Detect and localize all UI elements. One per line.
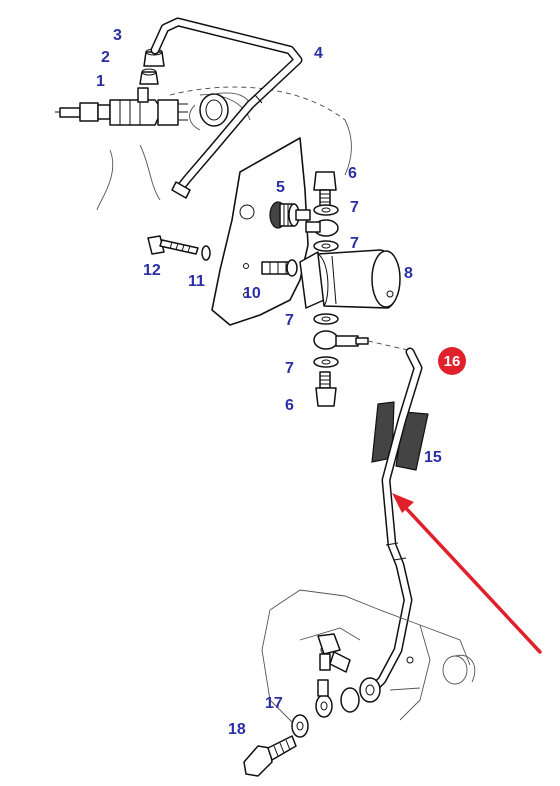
highlight-badge-16: 16 (438, 347, 466, 375)
heater-plug-1 (55, 87, 253, 127)
bolt-18 (243, 735, 297, 777)
washer-18-a (291, 714, 309, 738)
fitting-2 (139, 68, 159, 85)
label-2: 2 (101, 49, 110, 66)
adapter-5 (269, 201, 311, 229)
label-11: 11 (188, 273, 205, 290)
label-12: 12 (143, 262, 161, 279)
label-10: 10 (243, 285, 261, 302)
label-7-c: 7 (285, 312, 294, 329)
label-6-top: 6 (348, 165, 357, 182)
label-7-d: 7 (285, 360, 294, 377)
label-7-b: 7 (350, 235, 359, 252)
washer-7-c (313, 313, 339, 325)
label-15: 15 (424, 449, 442, 466)
fitting-10 (261, 259, 298, 277)
label-6-lower: 6 (285, 397, 294, 414)
fuel-pipe-4 (150, 17, 303, 199)
fuel-filter-8 (299, 249, 401, 309)
banjo-union-lower (313, 330, 369, 350)
washer-7-d (313, 356, 339, 368)
washer-7-b (313, 240, 339, 252)
label-18: 18 (228, 721, 246, 738)
bolt-12 (147, 235, 199, 255)
washer-7-a (313, 204, 339, 216)
fitting-3 (143, 48, 165, 67)
label-5: 5 (276, 179, 285, 196)
mounting-bracket (211, 137, 309, 326)
bolt-6-lower (315, 371, 337, 407)
banjo-union-top (305, 219, 339, 237)
label-8: 8 (404, 265, 413, 282)
stud-17 (317, 679, 329, 697)
label-3: 3 (113, 27, 122, 44)
bolt-6-top (313, 171, 337, 207)
label-7-a: 7 (350, 199, 359, 216)
washer-11 (201, 245, 211, 261)
engine-block-lower (261, 589, 476, 731)
pointer-arrow (392, 493, 542, 654)
union-fitting-lower (317, 633, 351, 673)
part-labels: 1 2 3 4 5 6 7 7 8 12 11 10 7 7 6 15 17 1… (96, 27, 442, 738)
label-1: 1 (96, 73, 105, 90)
label-4: 4 (314, 45, 323, 62)
badge-circle (438, 347, 466, 375)
label-16: 16 (444, 353, 461, 370)
banjo-lower-block (340, 677, 381, 713)
washer-17 (315, 694, 333, 718)
fuel-pipe-16 (367, 347, 423, 695)
label-17: 17 (265, 695, 283, 712)
